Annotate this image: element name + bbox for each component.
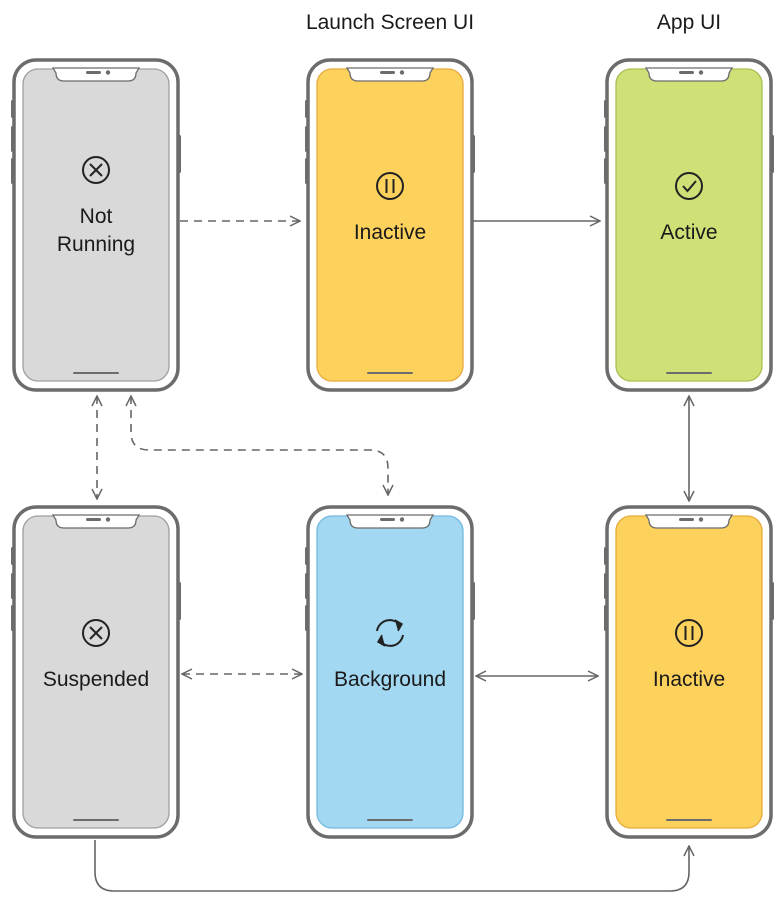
notch	[644, 514, 734, 529]
notch	[51, 514, 141, 529]
state-label: Inactive	[653, 668, 725, 691]
camera	[698, 517, 704, 522]
header-launch-screen-ui: Launch Screen UI	[306, 11, 474, 34]
arrow-suspended-to-inactive	[94, 840, 689, 892]
speaker	[679, 518, 694, 521]
pause-circle-icon	[675, 619, 703, 647]
speaker	[86, 71, 101, 74]
speaker	[380, 518, 395, 521]
state-label: Suspended	[43, 668, 149, 691]
state-label: Active	[660, 221, 717, 244]
notch	[51, 67, 141, 82]
camera	[105, 70, 111, 75]
phone-inactive-app: Inactive	[604, 505, 774, 839]
x-circle-icon	[82, 619, 110, 647]
check-circle-icon	[675, 172, 703, 200]
arrow-not-running-background	[131, 396, 388, 495]
speaker	[86, 518, 101, 521]
speaker	[679, 71, 694, 74]
refresh-icon	[376, 619, 404, 647]
state-label: Not	[80, 205, 113, 228]
header-app-ui: App UI	[657, 11, 721, 34]
notch	[345, 67, 435, 82]
camera	[698, 70, 704, 75]
phone-suspended: Suspended	[11, 505, 181, 839]
notch	[644, 67, 734, 82]
transition-arrows	[94, 221, 689, 892]
notch	[345, 514, 435, 529]
camera	[105, 517, 111, 522]
speaker	[380, 71, 395, 74]
phone-active: Active	[604, 58, 774, 392]
state-label: Running	[57, 233, 135, 256]
camera	[399, 517, 405, 522]
camera	[399, 70, 405, 75]
state-label: Background	[334, 668, 446, 691]
phone-background: Background	[305, 505, 475, 839]
pause-circle-icon	[376, 172, 404, 200]
x-circle-icon	[82, 156, 110, 184]
phone-inactive-launch: Inactive	[305, 58, 475, 392]
state-label: Inactive	[354, 221, 426, 244]
